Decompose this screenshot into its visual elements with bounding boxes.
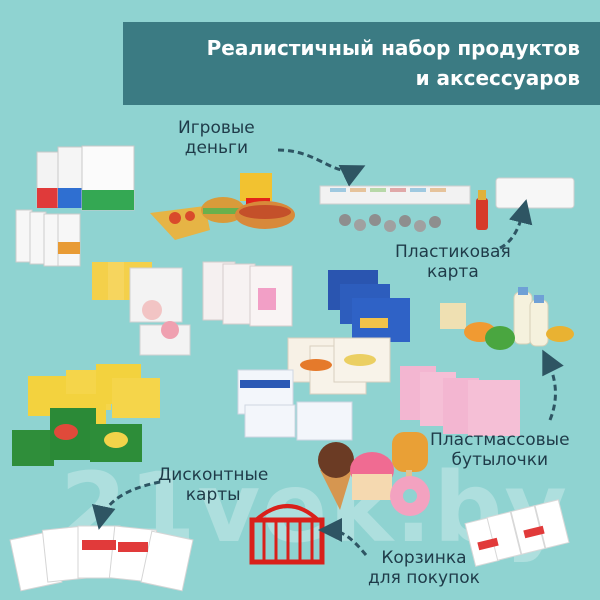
bottles-group	[440, 287, 574, 350]
bottom-right-boxes-group	[464, 499, 570, 567]
title-banner: Реалистичный набор продуктов и аксессуар…	[123, 22, 600, 105]
dessert-group	[318, 432, 430, 516]
title-line-2: и аксессуаров	[415, 66, 580, 90]
pink-boxes-group	[202, 261, 293, 327]
label-play-money: Игровые деньги	[178, 118, 255, 158]
label-shopping-basket: Корзинка для покупок	[368, 548, 480, 588]
arrow-plastic-bottles	[542, 349, 564, 421]
title-line-1: Реалистичный набор продуктов	[206, 36, 580, 60]
pink-packages-group	[400, 366, 520, 436]
arrow-discount-cards	[91, 480, 161, 530]
arrow-shopping-basket	[318, 518, 368, 556]
label-plastic-bottles: Пластмассовые бутылочки	[430, 430, 570, 470]
vegetable-boxes-group	[287, 337, 391, 395]
label-discount-cards: Дисконтные карты	[158, 465, 269, 505]
yellow-boxes-group	[12, 364, 160, 466]
label-plastic-card: Пластиковая карта	[395, 242, 511, 282]
arrow-play-money	[277, 148, 366, 187]
arrow-plastic-card	[499, 199, 533, 250]
seafood-boxes-group	[237, 369, 353, 441]
pasta-boxes-group	[92, 262, 191, 356]
shopping-basket-illustration	[249, 504, 325, 565]
cereal-boxes-group	[15, 145, 135, 267]
blue-boxes-group	[328, 270, 410, 342]
discount-cards-group	[9, 525, 194, 592]
play-money-group	[319, 177, 575, 232]
fast-food-group	[150, 173, 295, 240]
